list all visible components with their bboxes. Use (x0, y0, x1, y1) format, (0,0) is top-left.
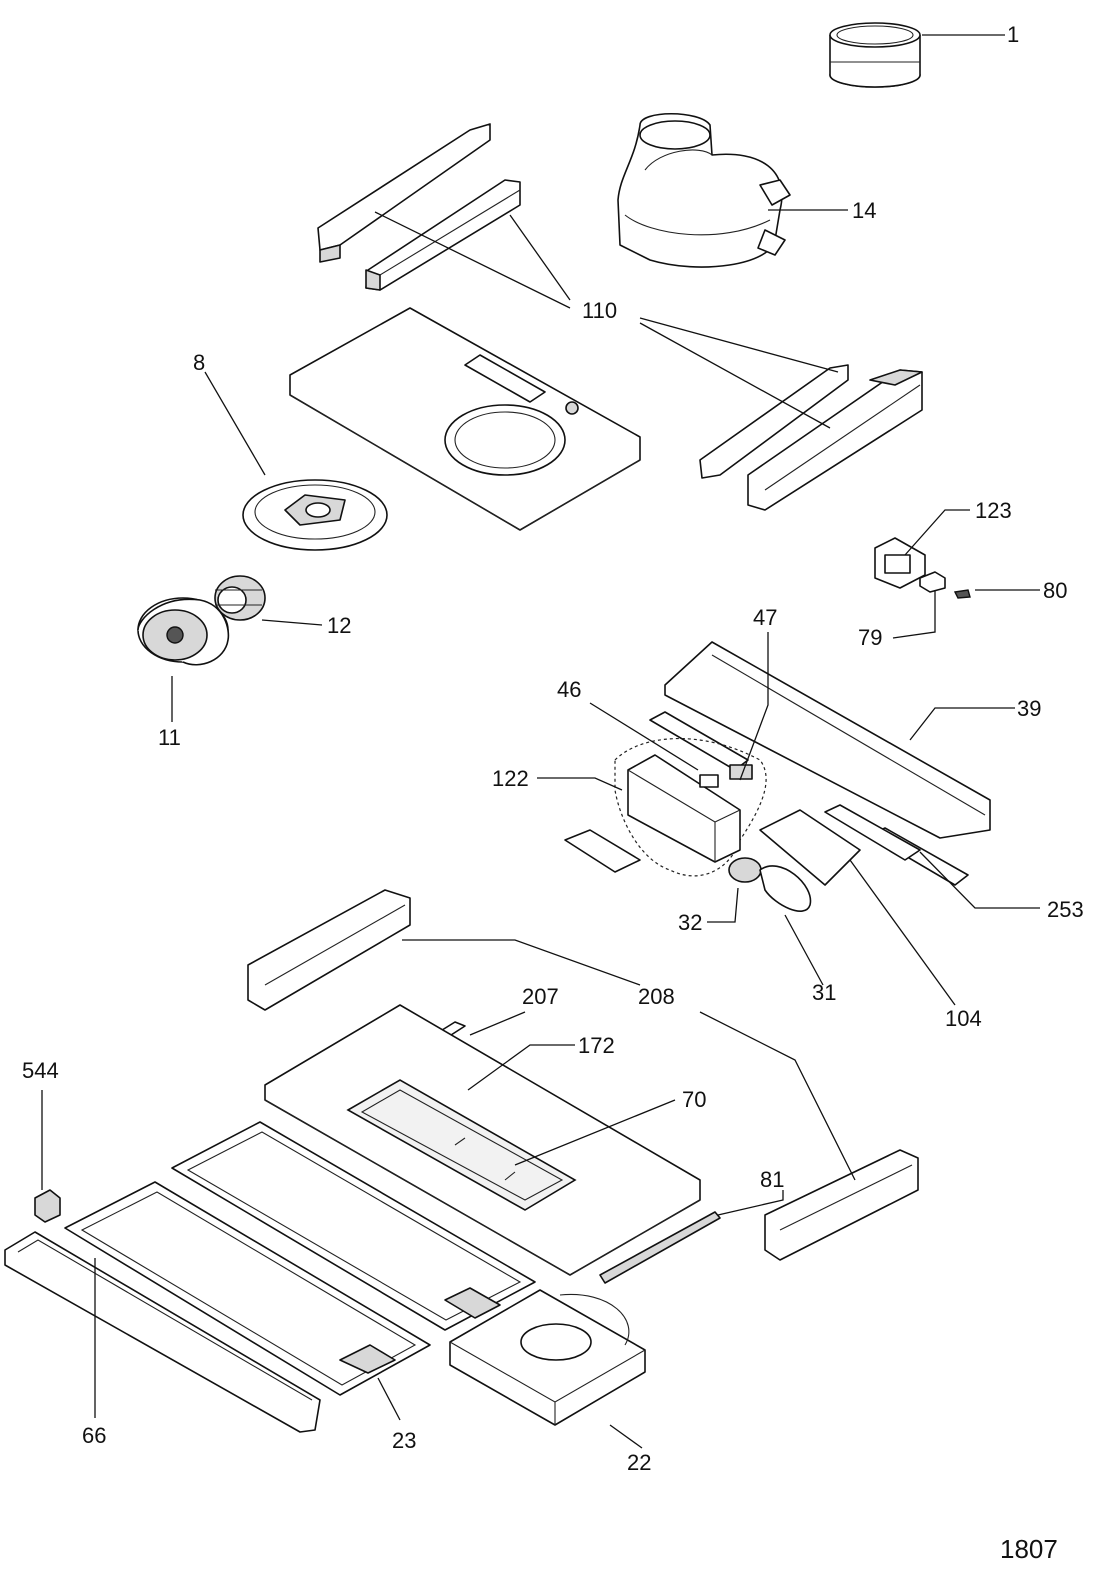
part-80-clip (953, 589, 971, 599)
callout-110: 110 (582, 298, 617, 323)
callout-22: 22 (627, 1450, 651, 1475)
part-81-slide-rail (599, 1211, 721, 1284)
part-544-clip (34, 1189, 61, 1223)
part-208-rail-left (247, 889, 411, 1011)
part-8-mount-ring (242, 479, 388, 551)
callout-122: 122 (492, 766, 529, 791)
callout-208: 208 (638, 984, 675, 1009)
callout-46: 46 (557, 677, 581, 702)
part-12-motor (214, 575, 266, 621)
callout-14: 14 (852, 198, 876, 223)
part-14-blower-housing (617, 112, 791, 268)
part-110-brackets-right (699, 364, 923, 511)
callout-70: 70 (682, 1087, 706, 1112)
callout-172: 172 (578, 1033, 615, 1058)
callout-81: 81 (760, 1167, 784, 1192)
leader-lines (41, 34, 1040, 1449)
part-32-lamp-holder (728, 857, 762, 883)
callout-123: 123 (975, 498, 1012, 523)
part-66-front-trim (4, 1231, 321, 1433)
part-208-rail-right (764, 1149, 919, 1261)
callout-8: 8 (193, 350, 205, 375)
part-123-switch-bracket (874, 537, 926, 589)
callout-79: 79 (858, 625, 882, 650)
part-23-filter-upper (171, 1121, 536, 1331)
part-70-glass (346, 1079, 577, 1211)
part-31-bulb (759, 865, 812, 912)
callout-253: 253 (1047, 897, 1084, 922)
part-104-lamp-cover (759, 809, 861, 886)
part-79-knob (919, 571, 946, 593)
callout-1: 1 (1007, 22, 1019, 47)
callout-31: 31 (812, 980, 836, 1005)
callout-544: 544 (22, 1058, 59, 1083)
part-110-brackets-left (317, 123, 521, 291)
callout-66: 66 (82, 1423, 106, 1448)
callout-12: 12 (327, 613, 351, 638)
callout-47: 47 (753, 605, 777, 630)
part-253-light-panel (824, 804, 921, 861)
part-22-filter-tray (449, 1289, 646, 1426)
callout-11: 11 (158, 725, 181, 750)
part-11-wheel (137, 597, 230, 666)
part-46-connector (699, 774, 719, 788)
callout-207: 207 (522, 984, 559, 1009)
callout-39: 39 (1017, 696, 1041, 721)
part-1-collar (829, 22, 921, 88)
callout-80: 80 (1043, 578, 1067, 603)
part-122-switch-box (564, 737, 767, 877)
part-top-plate (289, 307, 641, 531)
callout-104: 104 (945, 1006, 982, 1031)
callout-32: 32 (678, 910, 702, 935)
part-23-filter-lower (64, 1181, 431, 1396)
figure-number: 1807 (1000, 1534, 1058, 1564)
callout-23: 23 (392, 1428, 416, 1453)
callout-labels: 1 14 110 8 12 11 123 80 79 47 46 39 122 … (22, 22, 1084, 1564)
